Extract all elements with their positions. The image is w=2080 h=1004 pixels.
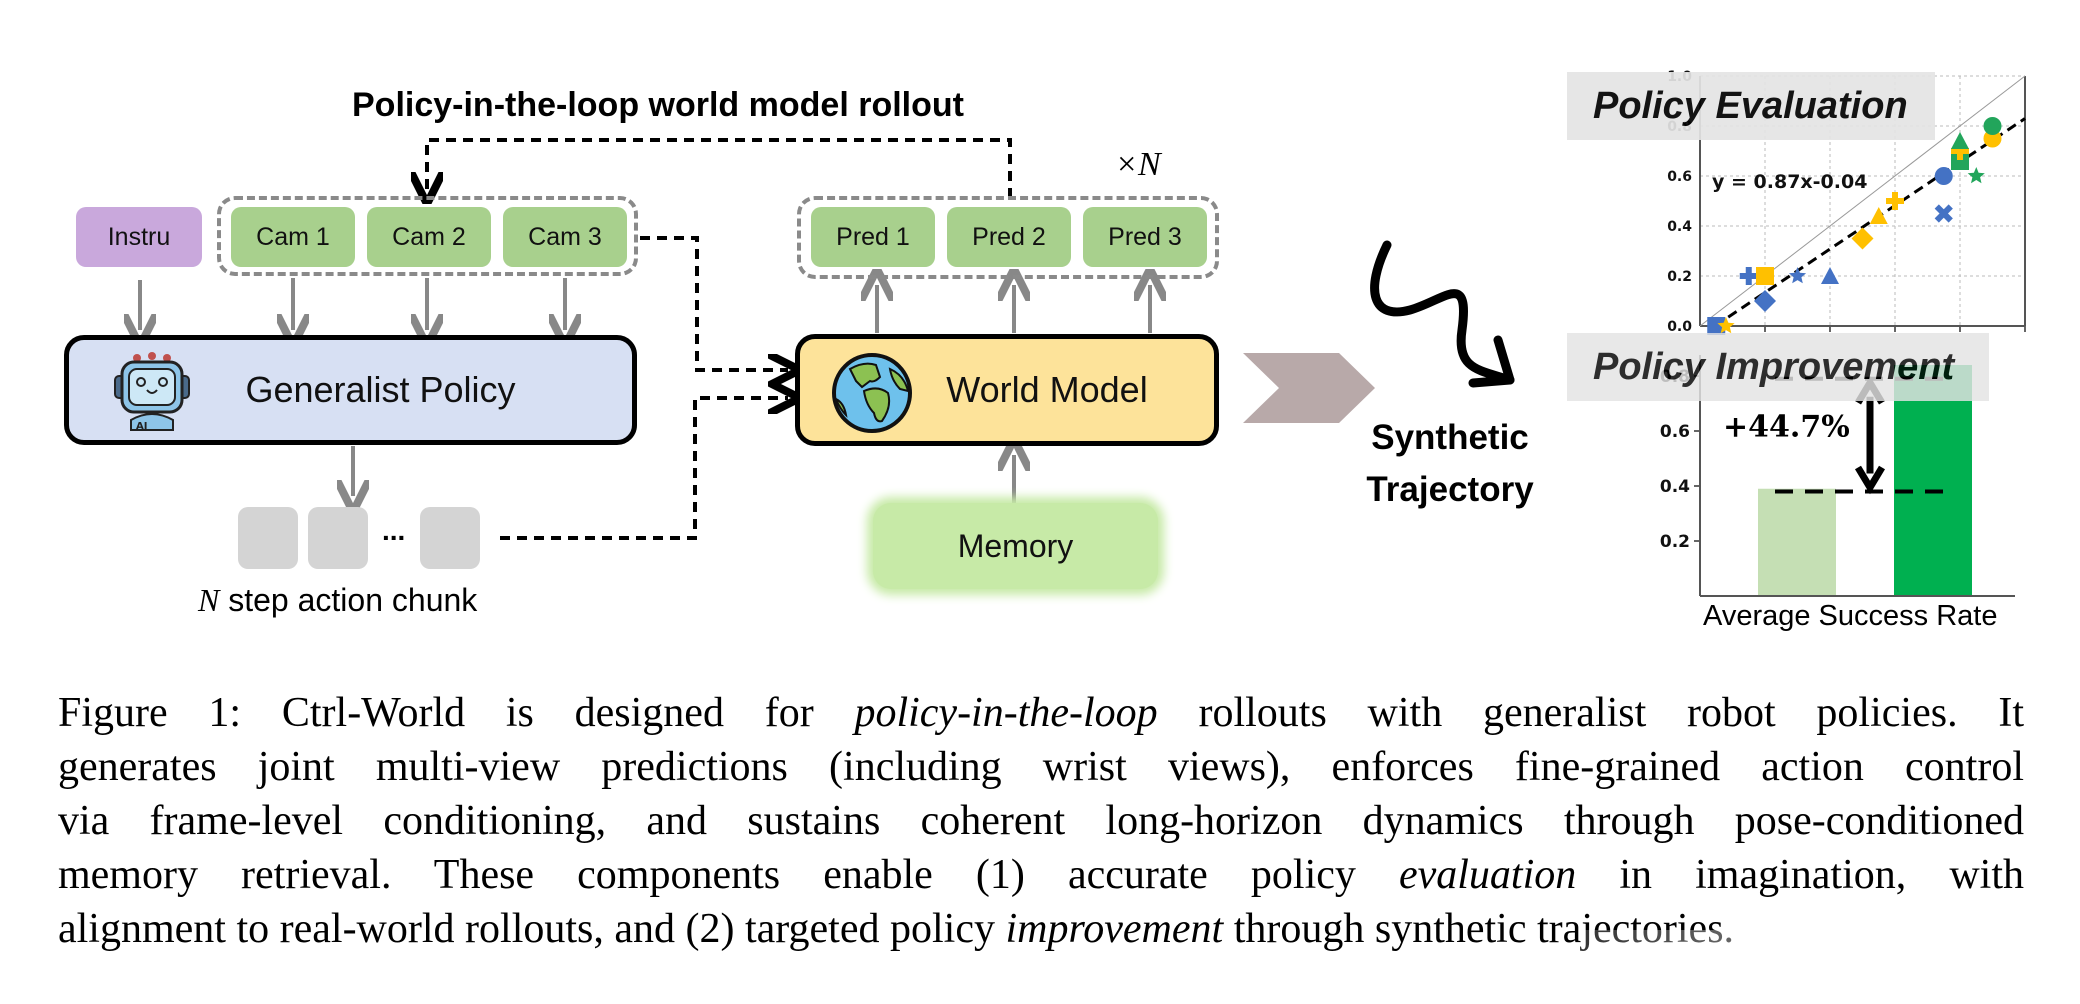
prediction-box-1: Pred 1	[811, 207, 935, 267]
caption-emphasis: policy-in-the-loop	[854, 690, 1158, 736]
data-point	[1934, 204, 1953, 223]
world-model-box: World Model	[795, 334, 1219, 446]
bar	[1758, 488, 1836, 596]
camera-label: Cam 1	[256, 222, 330, 251]
data-point	[1717, 317, 1735, 334]
caption-text: via frame-level conditioning, and sustai…	[58, 798, 2024, 844]
action-chunk-caption: N step action chunk	[198, 582, 477, 619]
chevron-arrows-icon	[1243, 353, 1375, 423]
prediction-label: Pred 3	[1108, 222, 1182, 251]
y-tick-label: 0.4	[1667, 219, 1692, 235]
y-tick-label: 0.6	[1667, 169, 1692, 185]
caption-emphasis: evaluation	[1398, 852, 1577, 898]
data-point	[1754, 290, 1776, 312]
data-point	[1951, 152, 1969, 170]
y-tick-label: 0.2	[1660, 532, 1690, 552]
cams-to-world-arrow	[640, 236, 788, 370]
data-point	[1983, 117, 2002, 135]
caption-emphasis: improvement	[1005, 906, 1224, 952]
data-point	[1886, 192, 1904, 210]
instruction-label: Instru	[107, 222, 171, 251]
connector-arrows	[0, 138, 1515, 540]
data-point	[1707, 317, 1726, 335]
fit-equation: y = 0.87x-0.04	[1712, 171, 1867, 193]
figure-caption: Figure 1: Ctrl-World is designed for pol…	[58, 686, 2024, 956]
prediction-label: Pred 2	[972, 222, 1046, 251]
svg-text:AI: AI	[136, 421, 147, 432]
policy-improvement-chart: 0.20.40.60.8+44.7%	[1660, 355, 2015, 597]
policy-improvement-title: Policy Improvement	[1567, 333, 1989, 401]
instruction-box: Instru	[76, 207, 202, 267]
camera-box-2: Cam 2	[367, 207, 491, 267]
prediction-box-3: Pred 3	[1083, 207, 1207, 267]
fit-line	[1714, 117, 2026, 328]
rollout-feedback-loop	[427, 138, 1012, 198]
camera-label: Cam 2	[392, 222, 466, 251]
data-point	[1967, 167, 1985, 184]
camera-box-3: Cam 3	[503, 207, 627, 267]
camera-box-1: Cam 1	[231, 207, 355, 267]
synthetic-label-line: Synthetic	[1371, 418, 1529, 457]
caption-line: via frame-level conditioning, and sustai…	[58, 794, 2024, 848]
synthetic-label-line: Trajectory	[1366, 470, 1534, 509]
prediction-label: Pred 1	[836, 222, 910, 251]
caption-line: Figure 1: Ctrl-World is designed for pol…	[58, 686, 2024, 740]
data-point	[1739, 267, 1758, 285]
data-point	[1821, 267, 1839, 284]
generalist-policy-box: AI Generalist Policy	[64, 335, 637, 445]
robot-icon: AI	[114, 352, 190, 432]
data-point	[1756, 267, 1774, 285]
action-chunk-block	[238, 507, 298, 569]
globe-icon	[832, 353, 912, 433]
generalist-policy-label: Generalist Policy	[245, 369, 516, 410]
caption-text: memory retrieval. These components enabl…	[58, 852, 1399, 898]
action-chunk-ellipsis: ...	[382, 515, 406, 546]
caption-text: rollouts with generalist robot policies.…	[1157, 690, 2024, 736]
data-point	[1851, 227, 1874, 250]
memory-label: Memory	[957, 527, 1074, 564]
actions-to-world-arrow	[500, 398, 788, 540]
data-point	[1951, 132, 1969, 149]
caption-line: memory retrieval. These components enabl…	[58, 848, 2024, 902]
improvement-annotation: +44.7%	[1723, 410, 1850, 445]
prediction-box-2: Pred 2	[947, 207, 1071, 267]
camera-group	[217, 196, 638, 276]
memory-box: Memory	[873, 503, 1158, 589]
y-tick-label: 0.4	[1660, 477, 1690, 497]
y-tick-label: 0.2	[1667, 269, 1692, 285]
caption-text: alignment to real-world rollouts, and (2…	[58, 906, 1006, 952]
squiggle-arrow-icon	[1370, 240, 1515, 388]
caption-line: alignment to real-world rollouts, and (2…	[58, 902, 2024, 956]
action-chunk-var: N	[198, 582, 220, 618]
rollout-title: Policy-in-the-loop world model rollout	[352, 86, 964, 124]
caption-text: generates joint multi-view predictions (…	[58, 744, 2024, 790]
repeat-label: ×N	[1115, 146, 1161, 183]
y-tick-label: 0.6	[1660, 422, 1690, 442]
improvement-xlabel: Average Success Rate	[1703, 600, 1998, 632]
data-point	[1934, 167, 1953, 185]
action-chunk-block	[308, 507, 368, 569]
watermark-overlay	[1580, 930, 2080, 1004]
world-model-label: World Model	[946, 369, 1148, 410]
reference-line	[1699, 75, 2026, 327]
action-chunk-text: step action chunk	[219, 582, 478, 618]
synthetic-trajectory-label: Synthetic Trajectory	[1360, 412, 1540, 516]
y-tick-label: 0.0	[1667, 319, 1692, 335]
prediction-group	[797, 196, 1219, 279]
caption-text: in imagination, with	[1576, 852, 2024, 898]
camera-label: Cam 3	[528, 222, 602, 251]
caption-line: generates joint multi-view predictions (…	[58, 740, 2024, 794]
action-chunk-block	[420, 507, 480, 569]
policy-evaluation-title: Policy Evaluation	[1567, 72, 1935, 140]
caption-text: Figure 1: Ctrl-World is designed for	[58, 690, 855, 736]
bar	[1894, 365, 1972, 596]
arrow-head-down	[1854, 465, 1886, 495]
framework-diagram: Policy-in-the-loop world model rollout I…	[0, 69, 2026, 632]
data-point	[1983, 129, 2002, 148]
data-point	[1788, 267, 1807, 284]
data-point	[1869, 207, 1888, 224]
